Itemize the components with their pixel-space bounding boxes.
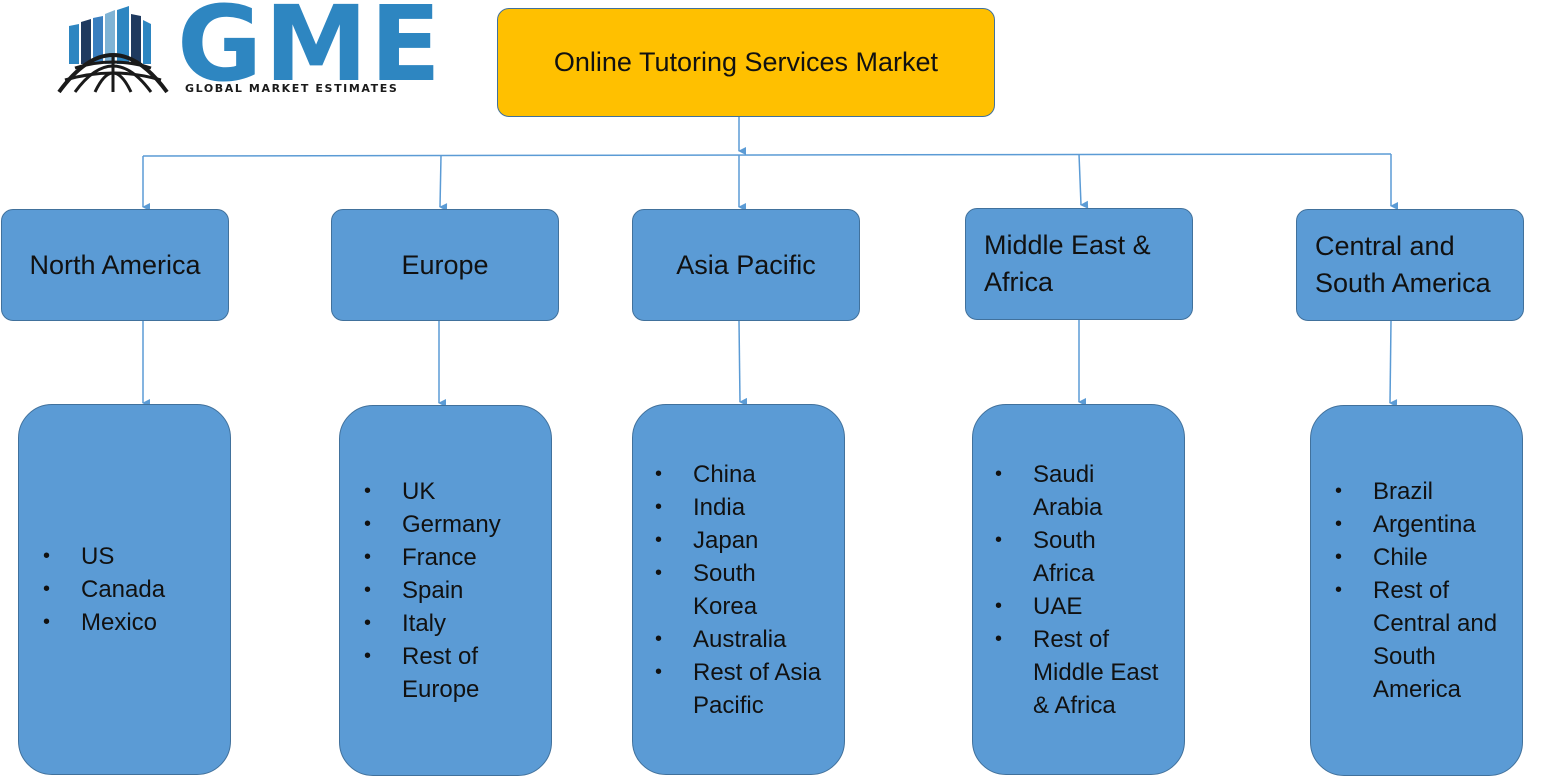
list-item: China <box>655 458 833 491</box>
region-north-america: North America <box>1 209 229 321</box>
connector-bus-middle-east-africa <box>1078 153 1089 209</box>
connector-bus <box>142 153 1392 157</box>
bullet-list: UK Germany France Spain Italy Rest of Eu… <box>364 475 522 706</box>
list-item: Mexico <box>43 606 165 639</box>
list-item: South Africa <box>995 524 1113 590</box>
country-list-central-south-america: Brazil Argentina Chile Rest of Central a… <box>1310 405 1523 776</box>
region-central-south-america: Central and South America <box>1296 209 1524 321</box>
logo-tagline: GLOBAL MARKET ESTIMATES <box>185 82 399 95</box>
list-item: Rest of Middle East & Africa <box>995 623 1173 722</box>
country-list-europe: UK Germany France Spain Italy Rest of Eu… <box>339 405 552 776</box>
list-item: Germany <box>364 508 522 541</box>
list-item: France <box>364 541 522 574</box>
country-list-asia-pacific: China India Japan South Korea Australia … <box>632 404 845 775</box>
list-item: Japan <box>655 524 833 557</box>
list-item: Saudi Arabia <box>995 458 1113 524</box>
list-item: Chile <box>1335 541 1508 574</box>
bullet-list: US Canada Mexico <box>43 540 165 639</box>
list-item: UAE <box>995 590 1173 623</box>
list-item: Argentina <box>1335 508 1508 541</box>
list-item: Australia <box>655 623 833 656</box>
list-item: Italy <box>364 607 522 640</box>
list-item: Brazil <box>1335 475 1508 508</box>
connector-bus-europe <box>439 155 448 212</box>
list-item: India <box>655 491 833 524</box>
list-item: Rest of Central and South America <box>1335 574 1508 706</box>
region-middle-east-africa: Middle East & Africa <box>965 208 1193 320</box>
country-list-middle-east-africa: Saudi Arabia South Africa UAE Rest of Mi… <box>972 404 1185 775</box>
list-item: Spain <box>364 574 522 607</box>
diagram-title-box: Online Tutoring Services Market <box>497 8 995 117</box>
gme-logo: GME GLOBAL MARKET ESTIMATES <box>55 0 465 96</box>
logo-letters: GME <box>177 0 443 105</box>
bullet-list: China India Japan South Korea Australia … <box>655 458 833 722</box>
connector-asia-pacific-list <box>738 320 748 406</box>
region-europe: Europe <box>331 209 559 321</box>
country-list-north-america: US Canada Mexico <box>18 404 231 775</box>
globe-with-bars-icon <box>57 6 169 94</box>
list-item: Canada <box>43 573 165 606</box>
region-asia-pacific: Asia Pacific <box>632 209 860 321</box>
bullet-list: Brazil Argentina Chile Rest of Central a… <box>1335 475 1508 706</box>
connector-central-south-america-list <box>1389 320 1398 408</box>
bullet-list: Saudi Arabia South Africa UAE Rest of Mi… <box>995 458 1173 722</box>
list-item: Rest of Europe <box>364 640 522 706</box>
list-item: UK <box>364 475 522 508</box>
list-item: South Korea <box>655 557 773 623</box>
list-item: US <box>43 540 165 573</box>
list-item: Rest of Asia Pacific <box>655 656 833 722</box>
